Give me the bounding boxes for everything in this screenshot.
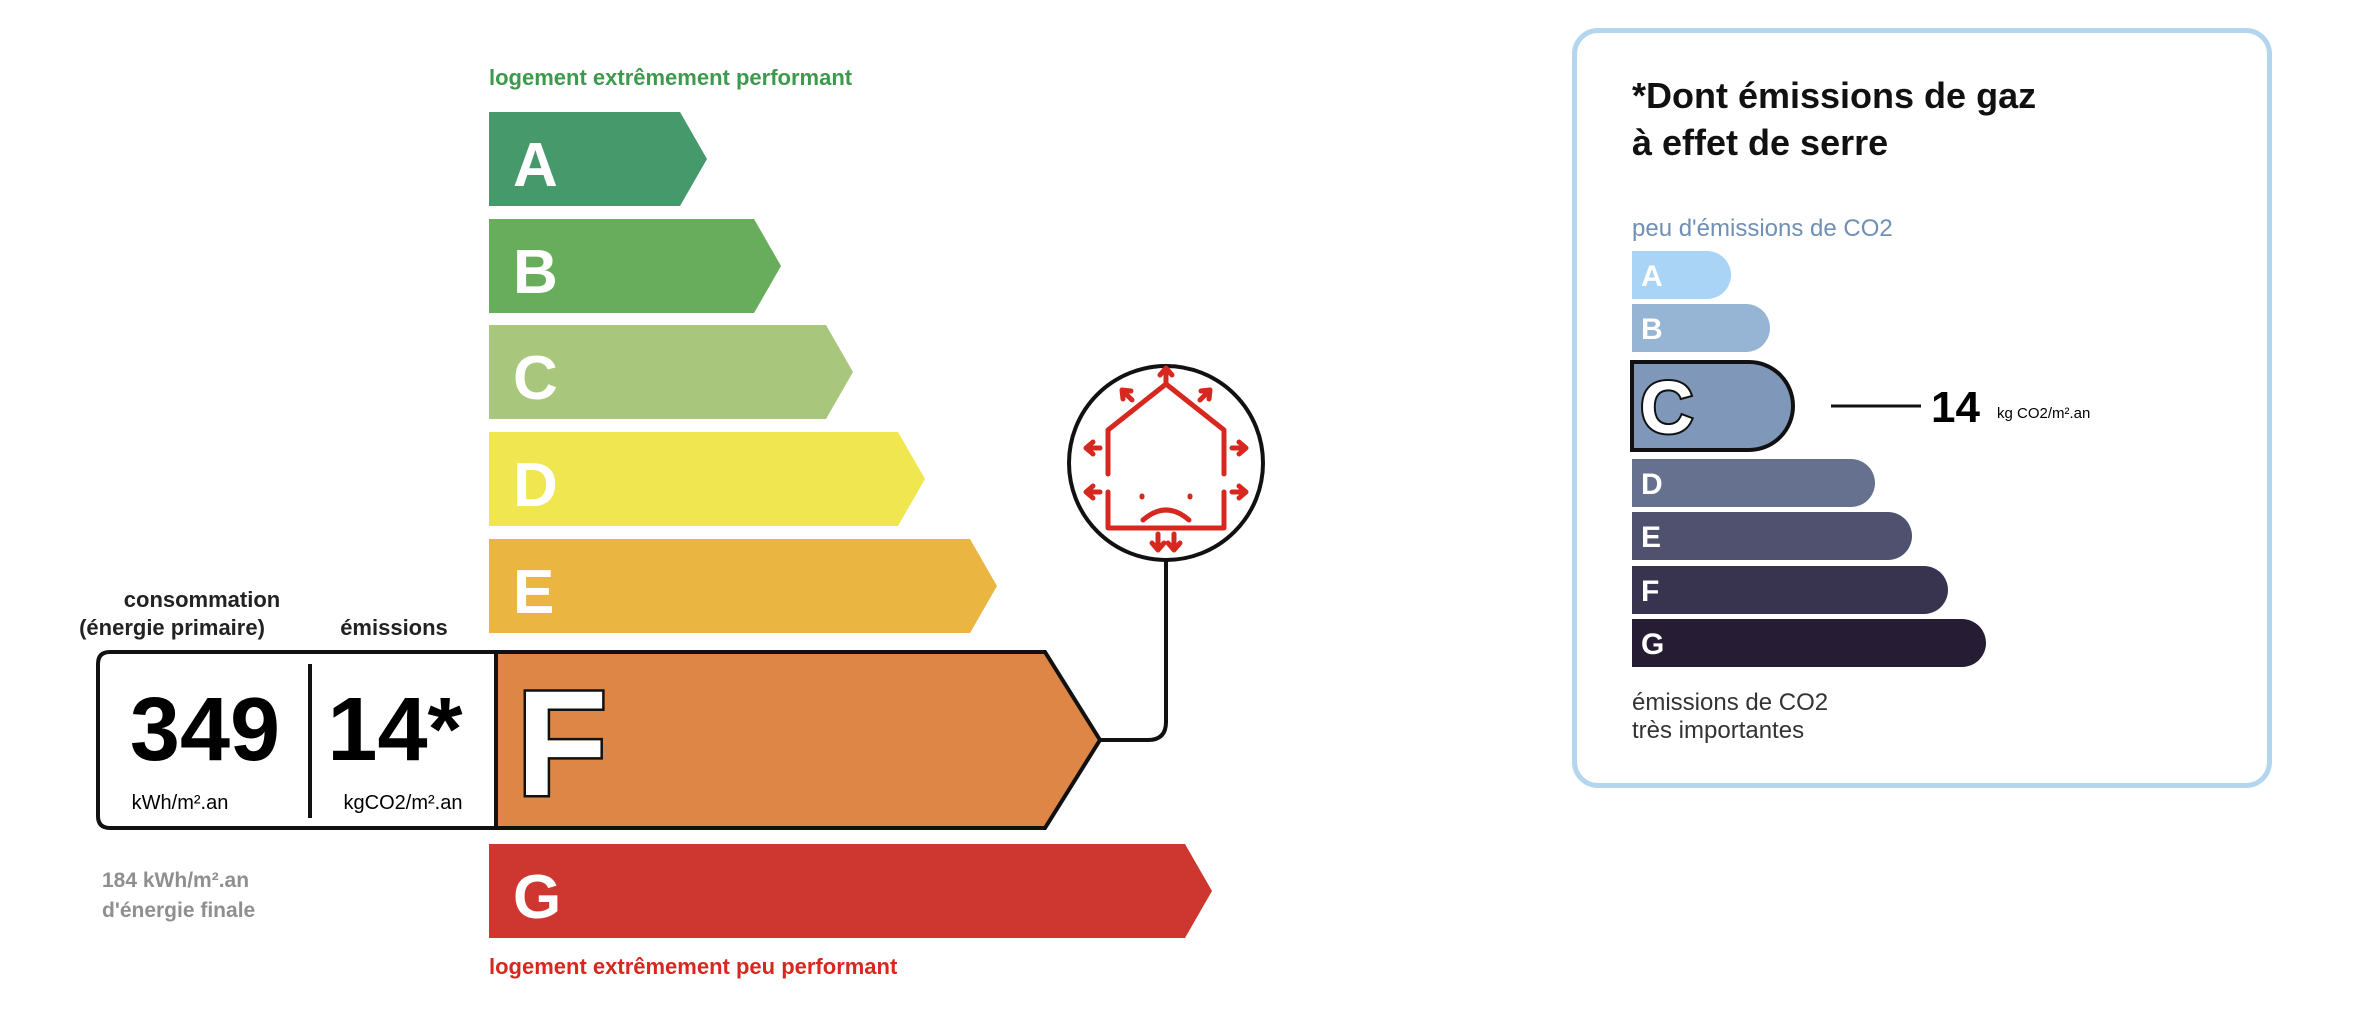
consumption-value: 349 [130,680,280,780]
class-arrow-g [489,844,1212,938]
consumption-label-line2: (énergie primaire) [79,615,265,640]
class-letter-d: D [513,451,558,520]
energy-performance-diagram: logement extrêmement performant A B C D … [79,65,1265,979]
ges-bar-a [1632,251,1731,299]
emissions-unit: kgCO2/m².an [344,792,463,814]
ges-bar-b [1632,304,1770,352]
class-letter-b: B [513,238,558,307]
class-arrow-e [489,539,997,633]
ges-bar-g [1632,619,1986,667]
ges-letter-g: G [1641,628,1664,661]
class-arrow-a [489,112,707,206]
final-energy-line1: 184 kWh/m².an [102,869,249,892]
ges-title-line1: *Dont émissions de gaz [1632,75,2036,116]
ges-bottom-label-line1: émissions de CO2 [1632,689,1828,716]
class-arrow-c [489,325,853,419]
class-letter-g: G [513,863,561,932]
ges-letter-f: F [1641,575,1659,608]
ges-bottom-label-line2: très importantes [1632,717,1804,744]
ges-bar-c [1630,360,1795,452]
ges-bar-e [1632,512,1912,560]
class-letter-e: E [513,558,554,627]
ges-bar-f [1632,566,1948,614]
emissions-value: 14* [327,680,462,780]
icon-connector [1100,560,1168,742]
house-thermal-loss-sad-face-icon [1067,364,1265,562]
consumption-unit: kWh/m².an [132,792,229,814]
emissions-label: émissions [340,615,448,640]
ges-top-label: peu d'émissions de CO2 [1632,215,1893,242]
top-caption: logement extrêmement performant [489,65,853,90]
ges-letter-a: A [1641,260,1663,293]
class-arrow-b [489,219,781,313]
ges-letter-d: D [1641,468,1663,501]
ges-letter-b: B [1641,313,1663,346]
ges-bar-d [1632,459,1875,507]
ghg-diagram: *Dont émissions de gaz à effet de serre … [1630,75,2090,744]
value-box [96,650,498,830]
ges-unit: kg CO2/m².an [1997,405,2090,422]
class-letter-a: A [513,131,558,200]
ges-letter-c: C [1640,366,1693,449]
ges-value: 14 [1931,383,1980,432]
class-letter-f: F [516,659,608,827]
ges-letter-e: E [1641,521,1661,554]
consumption-label-line1: consommation [124,587,280,612]
final-energy-line2: d'énergie finale [102,899,255,922]
ges-title-line2: à effet de serre [1632,122,1888,163]
bottom-caption: logement extrêmement peu performant [489,954,898,979]
ghg-emissions-card: *Dont émissions de gaz à effet de serre … [1572,28,2272,788]
class-arrow-d [489,432,925,526]
class-letter-c: C [513,344,558,413]
